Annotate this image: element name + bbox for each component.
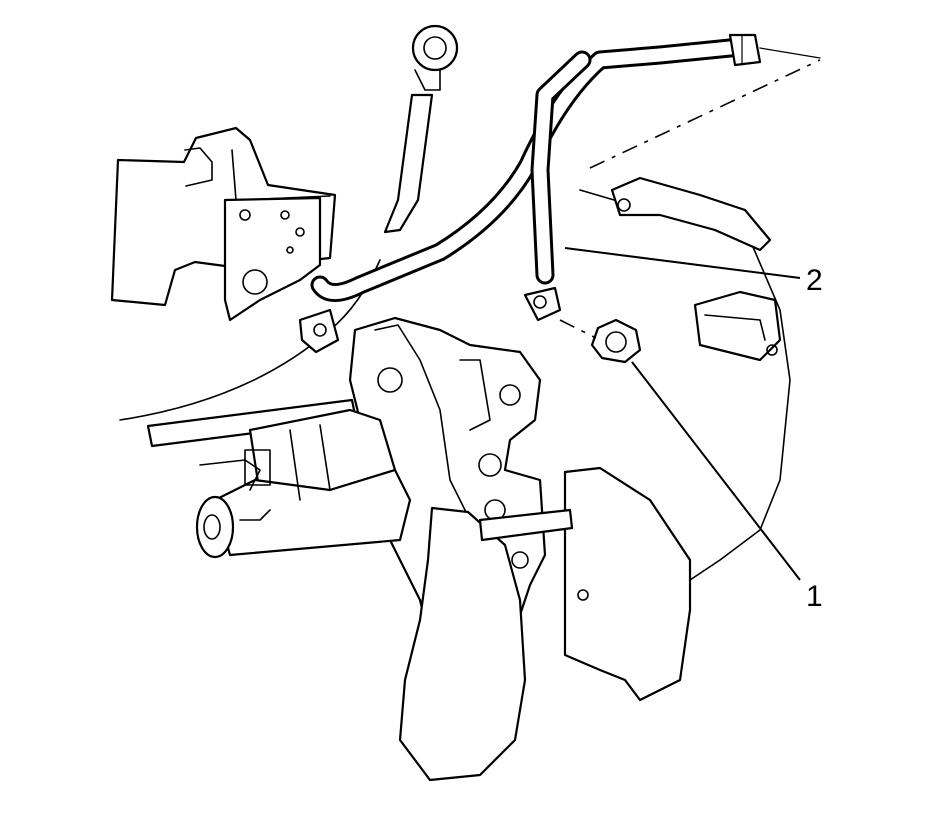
callout-label-2: 2	[806, 264, 823, 297]
callout-label-1: 1	[806, 580, 823, 613]
dipstick-tube	[383, 24, 459, 234]
bolt	[590, 318, 642, 364]
side-shield	[563, 466, 692, 702]
upper-bracket	[610, 176, 772, 252]
cross-bar	[478, 508, 574, 569]
ground-cable	[298, 33, 762, 354]
starter-motor	[195, 408, 412, 559]
leader-lines	[564, 247, 801, 581]
body-bracket	[110, 126, 337, 322]
right-housing	[579, 189, 791, 581]
alignment-lines	[559, 47, 821, 339]
heat-shield	[398, 506, 527, 782]
